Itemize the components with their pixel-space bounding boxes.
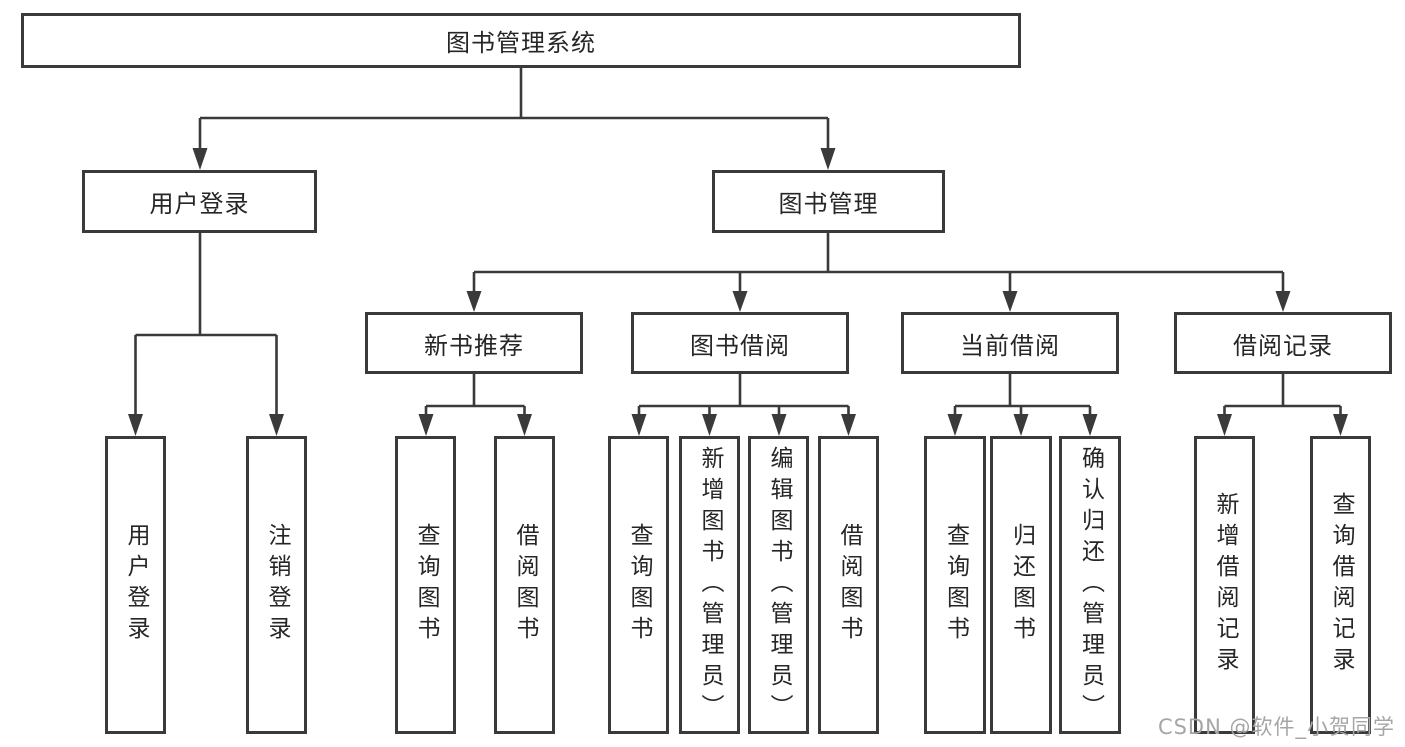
leaf-borrow-query-books-label: 查询图书	[626, 523, 652, 647]
leaf-borrow-books-label: 借阅图书	[836, 523, 862, 647]
leaf-confirm-return-admin: 确认归还（管理员）	[1059, 436, 1121, 734]
leaf-query-borrow-record-label: 查询借阅记录	[1328, 492, 1354, 678]
node-current-borrow-label: 当前借阅	[960, 331, 1060, 360]
node-borrow-records: 借阅记录	[1174, 312, 1392, 374]
node-user-login-label: 用户登录	[149, 190, 250, 218]
leaf-user-login-label: 用户登录	[123, 523, 149, 647]
edge-new-book-group	[424, 374, 526, 416]
leaf-recommend-borrow-books-label: 借阅图书	[512, 523, 538, 647]
leaf-add-borrow-record-label: 新增借阅记录	[1212, 492, 1238, 678]
arrowheads-borrow-record-group	[1217, 414, 1348, 436]
arrowheads-current-borrow-group	[947, 414, 1098, 436]
leaf-add-books-admin: 新增图书（管理员）	[679, 436, 740, 734]
arrowheads-user-login-group	[128, 414, 284, 436]
node-new-book-recommend: 新书推荐	[365, 312, 583, 374]
leaf-add-books-admin-label: 新增图书（管理员）	[697, 445, 723, 725]
csdn-watermark: CSDN @软件_小贺同学	[1157, 715, 1395, 739]
edge-borrow-record-group	[1223, 374, 1342, 416]
leaf-recommend-query-books-label: 查询图书	[413, 523, 439, 647]
leaf-return-books-label: 归还图书	[1008, 523, 1035, 647]
arrowheads-new-book-group	[418, 414, 532, 436]
leaf-edit-books-admin-label: 编辑图书（管理员）	[766, 445, 792, 725]
leaf-logout: 注销登录	[246, 436, 307, 734]
node-book-borrow: 图书借阅	[631, 312, 849, 374]
node-book-management-label: 图书管理	[778, 190, 879, 218]
edge-book-mgmt-group	[472, 233, 1285, 293]
leaf-add-borrow-record: 新增借阅记录	[1194, 436, 1255, 734]
leaf-borrow-query-books: 查询图书	[608, 436, 669, 734]
edge-user-login-group	[134, 233, 278, 416]
node-new-book-recommend-label: 新书推荐	[424, 331, 524, 360]
leaf-user-login: 用户登录	[105, 436, 166, 734]
leaf-recommend-borrow-books: 借阅图书	[494, 436, 555, 734]
edge-current-borrow-group	[953, 374, 1092, 416]
edge-root-to-level2	[198, 68, 830, 150]
leaf-return-books: 归还图书	[990, 436, 1052, 734]
leaf-logout-label: 注销登录	[264, 523, 290, 647]
node-user-login: 用户登录	[82, 170, 317, 233]
leaf-edit-books-admin: 编辑图书（管理员）	[748, 436, 809, 734]
leaf-borrow-books: 借阅图书	[818, 436, 879, 734]
leaf-current-query-books: 查询图书	[924, 436, 986, 734]
node-root-system: 图书管理系统	[21, 13, 1021, 68]
leaf-current-query-books-label: 查询图书	[942, 523, 969, 647]
node-root-system-label: 图书管理系统	[446, 29, 596, 57]
arrowheads-level3	[466, 291, 1291, 312]
leaf-confirm-return-admin-label: 确认归还（管理员）	[1077, 445, 1104, 725]
node-book-borrow-label: 图书借阅	[690, 331, 790, 360]
arrowheads-level2	[192, 148, 836, 170]
node-current-borrow: 当前借阅	[901, 312, 1119, 374]
edge-book-borrow-group	[637, 374, 850, 416]
leaf-recommend-query-books: 查询图书	[395, 436, 456, 734]
leaf-query-borrow-record: 查询借阅记录	[1310, 436, 1371, 734]
node-borrow-records-label: 借阅记录	[1233, 331, 1333, 360]
node-book-management: 图书管理	[712, 170, 945, 233]
arrowheads-book-borrow-group	[631, 414, 856, 436]
